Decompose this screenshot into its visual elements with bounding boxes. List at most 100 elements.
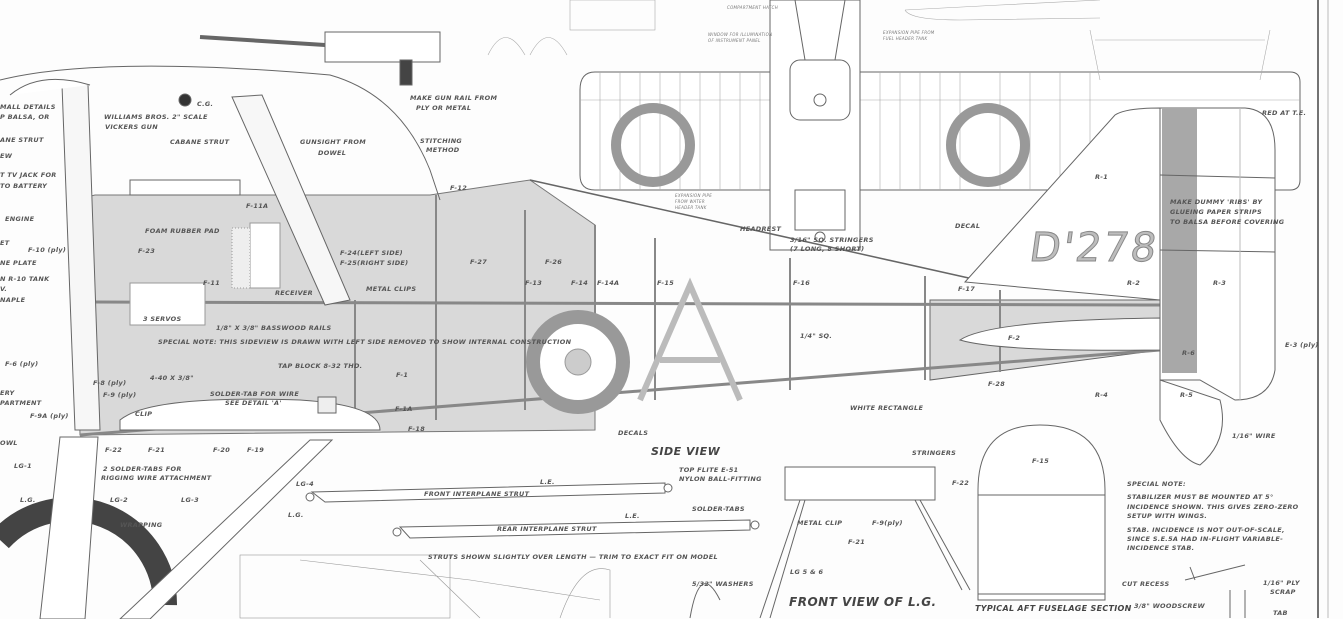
callout-label: NAPLE [0, 296, 26, 304]
callout-label: F-15 [1032, 457, 1050, 465]
callout-label: F-20 [213, 446, 231, 454]
callout-label: LG 5 & 6 [790, 568, 824, 576]
callout-label: R-1 [1095, 173, 1109, 181]
callout-label: TOP FLITE E-51 [679, 466, 739, 474]
callout-label: F-24(LEFT SIDE) [340, 249, 403, 257]
callout-label: (7 LONG, 8 SHORT) [790, 245, 865, 253]
cockpit-detail-sketch [239, 554, 611, 619]
callout-label: L.G. [288, 511, 304, 519]
callout-label: TAP BLOCK 8-32 THD. [278, 362, 363, 370]
callout-label: METHOD [426, 146, 460, 154]
callout-label: DECALS [618, 429, 649, 437]
callout-label: STRUTS SHOWN SLIGHTLY OVER LENGTH — TRIM… [428, 553, 718, 561]
small-callout-label: EXPANSION PIPE FROM [883, 30, 935, 35]
callout-label: VICKERS GUN [105, 123, 158, 131]
callout-label: FRONT INTERPLANE STRUT [424, 490, 530, 498]
callout-label: F-15 [657, 279, 675, 287]
callout-label: F-8 (ply) [93, 379, 127, 387]
callout-label: F-9 (ply) [103, 391, 137, 399]
callout-label: 5/32" WASHERS [692, 580, 754, 588]
small-callout-label: WINDOW FOR ILLUMINATION [708, 32, 773, 37]
callout-label: SCRAP [1270, 588, 1296, 596]
callout-label: NE PLATE [0, 259, 37, 267]
section-sketches [487, 0, 1271, 81]
callout-label: CABANE STRUT [170, 138, 230, 146]
callout-label: SOLDER-TABS [692, 505, 745, 513]
callout-label: DOWEL [318, 149, 347, 157]
small-callout-label: HEADER TANK [675, 205, 707, 210]
callout-label: ENGINE [5, 215, 35, 223]
callout-label: F-26 [545, 258, 563, 266]
callout-label: INCIDENCE STAB. [1127, 544, 1195, 552]
callout-label: F-9A (ply) [30, 412, 69, 420]
callout-label: SOLDER-TAB FOR WIRE [210, 390, 300, 398]
upper-wing-top-view [579, 0, 1301, 251]
wheel-tire [0, 497, 178, 606]
callout-label: RECEIVER [275, 289, 313, 297]
callout-label: TAB [1273, 609, 1288, 617]
callout-label: 1/4" SQ. [800, 332, 833, 340]
interplane-struts [305, 482, 760, 539]
callout-label: 4-40 X 3/8" [150, 374, 194, 382]
front-view-landing-gear [689, 466, 971, 619]
callout-label: L.E. [625, 512, 640, 520]
callout-label: METAL CLIP [797, 519, 843, 527]
callout-label: RIGGING WIRE ATTACHMENT [101, 474, 212, 482]
callout-label: STAB. INCIDENCE IS NOT OUT-OF-SCALE, [1127, 526, 1285, 534]
front-view-lg-title: FRONT VIEW OF L.G. [789, 595, 937, 609]
callout-label: 3/16" SQ. STRINGERS [790, 236, 874, 244]
callout-label: NYLON BALL-FITTING [679, 475, 762, 483]
callout-label: ANE STRUT [0, 136, 44, 144]
callout-label: E-3 (ply) [1285, 341, 1319, 349]
callout-label: ERY [0, 389, 15, 397]
fuselage-side-view [74, 179, 1161, 437]
small-callout-label: EXPANSION PIPE [675, 193, 713, 198]
callout-label: TO BATTERY [0, 182, 48, 190]
callout-label: F-9(ply) [872, 519, 903, 527]
callout-label: R-5 [1180, 391, 1194, 399]
callout-label: F-21 [148, 446, 166, 454]
callout-label: F-6 (ply) [5, 360, 39, 368]
callout-label: F-14A [597, 279, 620, 287]
callout-label: LG-4 [296, 480, 314, 488]
callout-label: F-19 [247, 446, 265, 454]
callout-label: RED AT T.E. [1262, 109, 1307, 117]
callout-label: INCIDENCE SHOWN. THIS GIVES ZERO-ZERO [1127, 503, 1299, 511]
small-callout-label: COMPARTMENT HATCH [727, 5, 779, 10]
callout-label: SPECIAL NOTE: [1127, 480, 1186, 488]
aft-fuselage-section [977, 424, 1106, 601]
callout-label: PARTMENT [0, 399, 42, 407]
callout-label: F-1 [396, 371, 409, 379]
callout-label: R-4 [1095, 391, 1109, 399]
callout-label: F-10 (ply) [28, 246, 67, 254]
callout-label: GUNSIGHT FROM [300, 138, 366, 146]
callout-label: F-1A [395, 405, 413, 413]
callout-label: MALL DETAILS [0, 103, 56, 111]
callout-label: F-23 [138, 247, 156, 255]
callout-label: F-18 [408, 425, 426, 433]
callout-label: R-3 [1213, 279, 1227, 287]
small-callout-label: FUEL HEADER TANK [883, 36, 928, 41]
callout-label: DECAL [955, 222, 981, 230]
callout-label: 3/8" WOODSCREW [1134, 602, 1205, 610]
callout-label: F-27 [470, 258, 488, 266]
callout-label: T TV JACK FOR [0, 171, 57, 179]
callout-label: METAL CLIPS [366, 285, 417, 293]
callout-label: F-13 [525, 279, 543, 287]
tail-fin-rudder [963, 107, 1276, 466]
callout-label: STITCHING [420, 137, 463, 145]
callout-label: 1/16" WIRE [1232, 432, 1276, 440]
callout-label: F-28 [988, 380, 1006, 388]
callout-label: LG-1 [14, 462, 32, 470]
callout-label: ET [0, 239, 10, 247]
callout-label: F-21 [848, 538, 866, 546]
vickers-gun [0, 31, 441, 201]
callout-label: F-2 [1008, 334, 1021, 342]
callout-label: R-6 [1182, 349, 1196, 357]
callout-label: CUT RECESS [1122, 580, 1170, 588]
callout-label: R-2 [1127, 279, 1141, 287]
wing-roundel-right [946, 103, 1030, 187]
callout-label: MAKE GUN RAIL FROM [410, 94, 498, 102]
callout-label: GLUEING PAPER STRIPS [1170, 208, 1262, 216]
